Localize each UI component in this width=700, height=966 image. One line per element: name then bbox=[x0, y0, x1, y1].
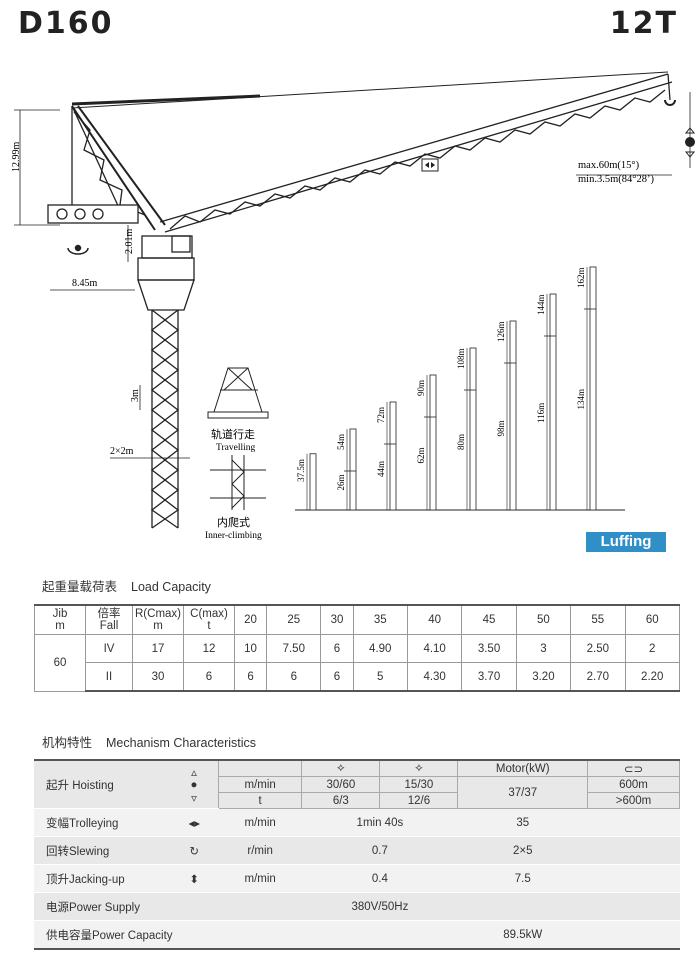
inner-cn: 内爬式 bbox=[217, 515, 250, 529]
radius-min-label: min.3.5m(84°28’) bbox=[578, 174, 654, 185]
mechanism-table: 起升 Hoisting ▵●▿ ⟡ ⟡ Motor(kW) ⊂⊃ m/min 3… bbox=[34, 759, 680, 950]
slew-icon: ↻ bbox=[170, 836, 219, 865]
height-bar bbox=[389, 401, 397, 511]
trolley-icon: ◂▸ bbox=[170, 808, 219, 837]
height-hook-label: 44m bbox=[376, 461, 386, 477]
height-configurations: 37.5m 54m 26m 72m 44m 90m 62m 108m 80m 126m 98m 144… bbox=[296, 266, 597, 511]
luffing-icon bbox=[421, 158, 439, 172]
height-bar bbox=[549, 293, 557, 511]
capacity-title: 12T bbox=[609, 6, 678, 41]
inner-climbing-frame bbox=[210, 455, 266, 510]
inner-en: Inner-climbing bbox=[205, 531, 262, 541]
height-total-label: 72m bbox=[376, 407, 386, 423]
counter-jib-label: 8.45m bbox=[72, 278, 98, 289]
slewing-icon bbox=[67, 244, 89, 255]
height-hook-label: 134m bbox=[576, 389, 586, 410]
height-total-label: 54m bbox=[336, 434, 346, 450]
height-total-label: 126m bbox=[496, 321, 506, 342]
height-hook-label: 26m bbox=[336, 474, 346, 490]
rope-drum-icon: ⊂⊃ bbox=[587, 759, 680, 777]
base-label: 2×2m bbox=[110, 446, 134, 457]
jack-icon: ⬍ bbox=[170, 864, 219, 893]
hook-icon-fast: ⟡ bbox=[301, 759, 381, 777]
height-bar bbox=[309, 453, 317, 511]
cab-height-label: 2.01m bbox=[124, 229, 135, 255]
crane-diagram: 12.99m max.60m(15°) min.3.5m(84°28’) 8.4… bbox=[11, 71, 696, 541]
height-total-label: 108m bbox=[456, 348, 466, 369]
top-height-label: 12.99m bbox=[11, 142, 22, 173]
luffing-badge: Luffing bbox=[586, 532, 666, 552]
height-hook-label: 116m bbox=[536, 403, 546, 423]
table-row: 电源Power Supply 380V/50Hz bbox=[34, 892, 680, 921]
height-bar bbox=[349, 428, 357, 511]
travelling-cn: 轨道行走 bbox=[211, 427, 255, 441]
radius-max-label: max.60m(15°) bbox=[578, 160, 640, 171]
height-total-label: 162m bbox=[576, 267, 586, 288]
height-hook-label: 62m bbox=[416, 447, 426, 463]
table-row: 供电容量Power Capacity 89.5kW bbox=[34, 920, 680, 950]
height-bar bbox=[429, 374, 437, 511]
height-bar bbox=[589, 266, 597, 511]
height-bar bbox=[469, 347, 477, 511]
height-hook-label: 37.5m bbox=[296, 459, 306, 482]
mast-section-label: 3m bbox=[130, 389, 141, 402]
travelling-frame bbox=[207, 367, 269, 419]
height-hook-label: 98m bbox=[496, 420, 506, 436]
model-title: D160 bbox=[18, 6, 114, 41]
hoist-icon bbox=[684, 127, 696, 158]
hoist-arrows-icon: ▵●▿ bbox=[170, 759, 219, 809]
height-hook-label: 80m bbox=[456, 434, 466, 450]
height-total-label: 144m bbox=[536, 294, 546, 315]
travelling-en: Travelling bbox=[216, 443, 255, 453]
hook-icon-slow: ⟡ bbox=[379, 759, 459, 777]
height-bar bbox=[509, 320, 517, 511]
height-total-label: 90m bbox=[416, 380, 426, 396]
